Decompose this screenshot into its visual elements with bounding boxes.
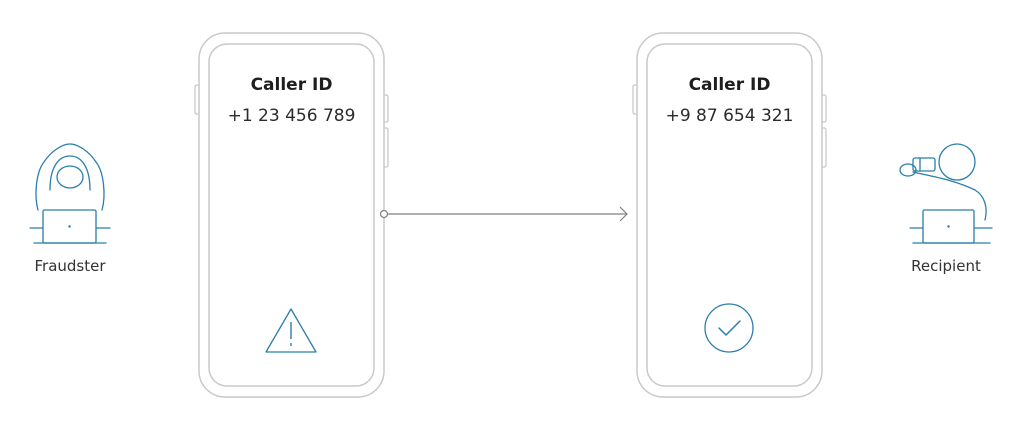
person-on-phone-laptop-icon bbox=[899, 143, 993, 244]
right-caller-id-title: Caller ID bbox=[688, 75, 771, 95]
right-phone bbox=[632, 32, 827, 398]
fraudster-label: Fraudster bbox=[34, 257, 106, 275]
hooded-hacker-laptop-icon bbox=[29, 143, 111, 244]
arrow-right-icon bbox=[379, 206, 628, 222]
left-caller-number: +1 23 456 789 bbox=[227, 106, 356, 126]
warning-triangle-icon bbox=[265, 308, 317, 353]
recipient-label: Recipient bbox=[911, 257, 981, 275]
left-caller-id-title: Caller ID bbox=[250, 75, 333, 95]
right-caller-number: +9 87 654 321 bbox=[665, 106, 794, 126]
check-circle-icon bbox=[704, 303, 754, 353]
